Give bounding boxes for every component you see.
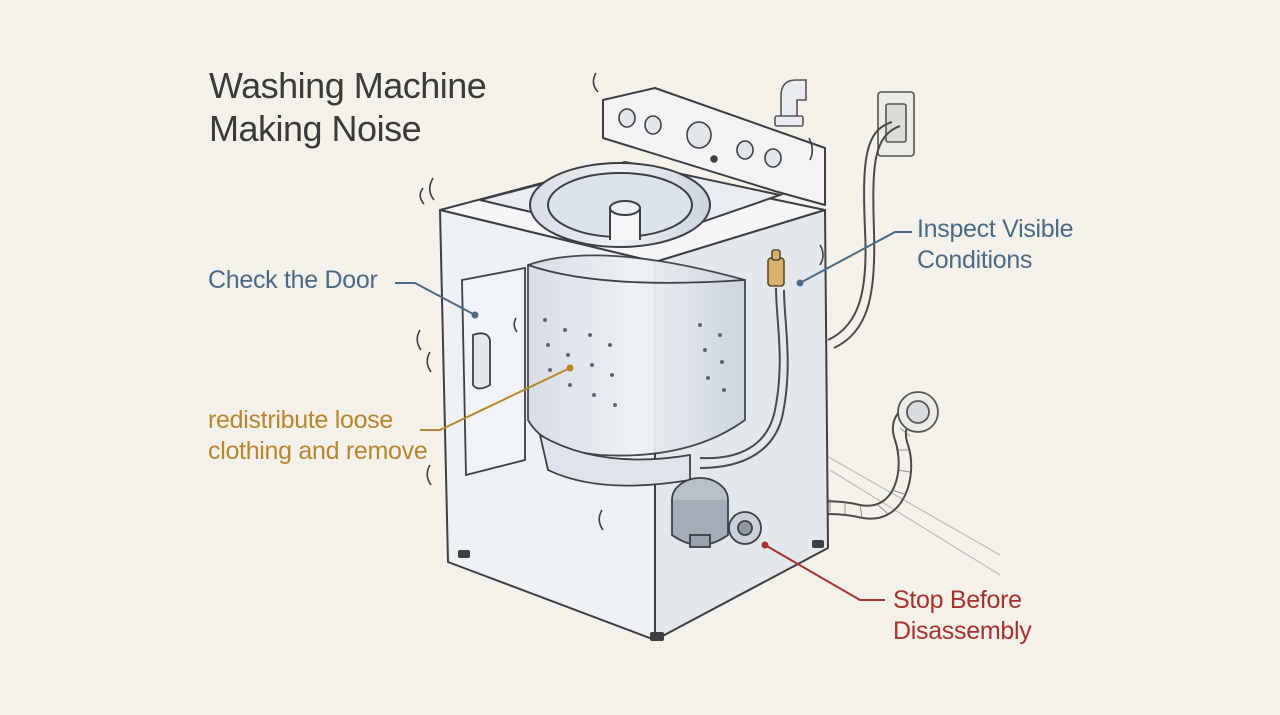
leader-lines	[395, 231, 912, 601]
door-leader-dot	[471, 311, 479, 319]
inlet-hose	[699, 287, 789, 469]
callout-redistribute: redistribute loose clothing and remove	[208, 405, 428, 467]
stop-leader-line	[764, 544, 885, 601]
callout-stop-line-1: Stop Before	[893, 586, 1022, 614]
wall-outlet	[877, 91, 915, 157]
control-panel	[602, 87, 826, 206]
inspect-leader-line	[799, 231, 912, 284]
machine-feet	[458, 540, 824, 641]
title-line-1: Washing Machine	[209, 65, 487, 106]
redistribute-leader-line	[420, 367, 571, 431]
diagram-title: Washing Machine Making Noise	[209, 64, 487, 150]
drain-pump-motor	[671, 477, 762, 548]
callout-stop-line-2: Disassembly	[893, 617, 1032, 645]
callout-stop-before-disassembly: Stop Before Disassembly	[893, 585, 1032, 647]
inspect-leader-dot	[796, 279, 804, 287]
callout-check-door: Check the Door	[208, 265, 378, 296]
title-line-2: Making Noise	[209, 108, 422, 149]
stop-leader-dot	[761, 541, 769, 549]
drum-holes	[543, 318, 726, 407]
door-leader-line	[395, 282, 476, 316]
callout-redistribute-line-2: clothing and remove	[208, 437, 428, 465]
door-panel	[461, 266, 526, 477]
inlet-valve	[767, 249, 785, 287]
callout-check-door-text: Check the Door	[208, 266, 378, 294]
water-inlet-pipe	[774, 79, 807, 127]
cutaway-drum	[527, 254, 746, 487]
callout-inspect-conditions: Inspect Visible Conditions	[917, 214, 1074, 276]
callout-redistribute-line-1: redistribute loose	[208, 406, 393, 434]
redistribute-leader-dot	[566, 364, 574, 372]
control-knobs	[618, 108, 782, 168]
vibration-marks	[416, 72, 824, 531]
tub-opening	[479, 160, 784, 248]
callout-inspect-line-1: Inspect Visible	[917, 215, 1074, 243]
callout-inspect-line-2: Conditions	[917, 246, 1033, 274]
wall-floor-lines	[824, 350, 1001, 576]
wall-drain-fitting	[897, 391, 939, 433]
power-cord	[827, 121, 901, 349]
